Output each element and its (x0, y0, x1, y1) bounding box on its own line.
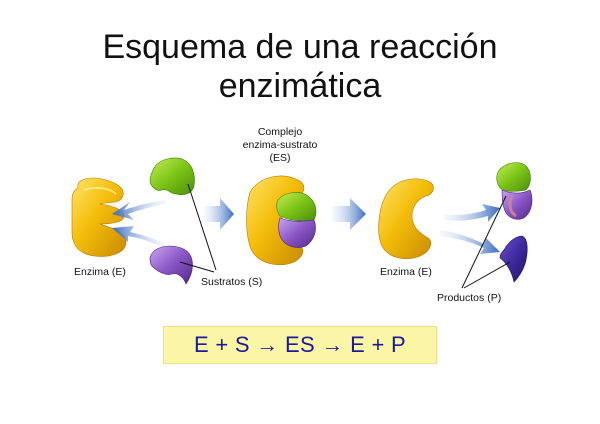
substrates-label: Sustratos (S) (201, 276, 263, 288)
enzyme-right-shape (378, 178, 434, 259)
reaction-equation: E + S → ES → E + P (163, 326, 437, 364)
arrow-purple-to-enzyme (112, 226, 166, 248)
arrow-to-product-2 (440, 230, 500, 254)
product-purple-bottom (499, 235, 528, 283)
page-title: Esquema de una reacción enzimática (0, 28, 600, 106)
substrate-green-left (149, 157, 195, 196)
substrate-purple-left (149, 245, 193, 285)
complex-substrate-green (276, 192, 317, 222)
enzyme-right-label: Enzima (E) (380, 266, 432, 278)
product-purple-top (501, 189, 533, 220)
arrow-to-complex (204, 198, 234, 230)
complex-substrate-purple (278, 217, 316, 248)
arrow-green-to-enzyme (112, 200, 166, 220)
enzyme-left-shape (71, 177, 127, 257)
complex-label: Complejo enzima-sustrato (ES) (240, 126, 320, 165)
enzyme-left-label: Enzima (E) (74, 266, 126, 278)
arrow-to-product-1 (444, 204, 500, 222)
product-green (496, 162, 531, 192)
title-line-2: enzimática (218, 67, 382, 105)
complex-label-line-2: enzima-sustrato (242, 139, 318, 151)
complex-label-line-1: Complejo (257, 126, 303, 138)
products-label: Productos (P) (437, 292, 502, 304)
title-line-1: Esquema de una reacción (102, 28, 498, 66)
arrow-to-products (332, 198, 366, 230)
complex-label-line-3: (ES) (269, 152, 291, 164)
